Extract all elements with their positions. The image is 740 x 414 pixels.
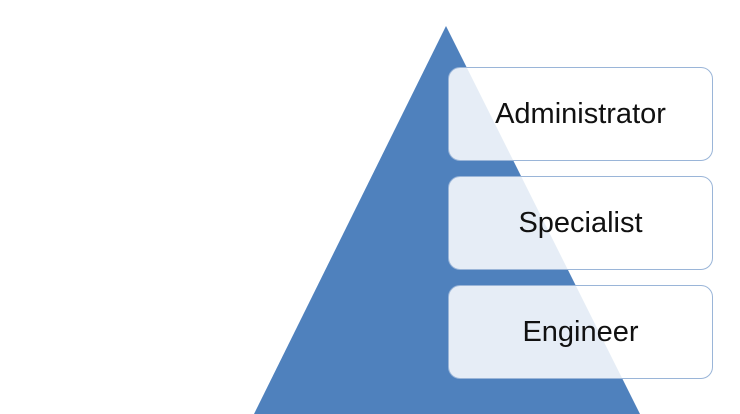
- level-box-specialist: Specialist: [448, 176, 713, 270]
- level-label: Administrator: [495, 97, 666, 130]
- level-box-administrator: Administrator: [448, 67, 713, 161]
- level-box-engineer: Engineer: [448, 285, 713, 379]
- level-label: Engineer: [522, 315, 639, 348]
- level-label: Specialist: [518, 206, 643, 239]
